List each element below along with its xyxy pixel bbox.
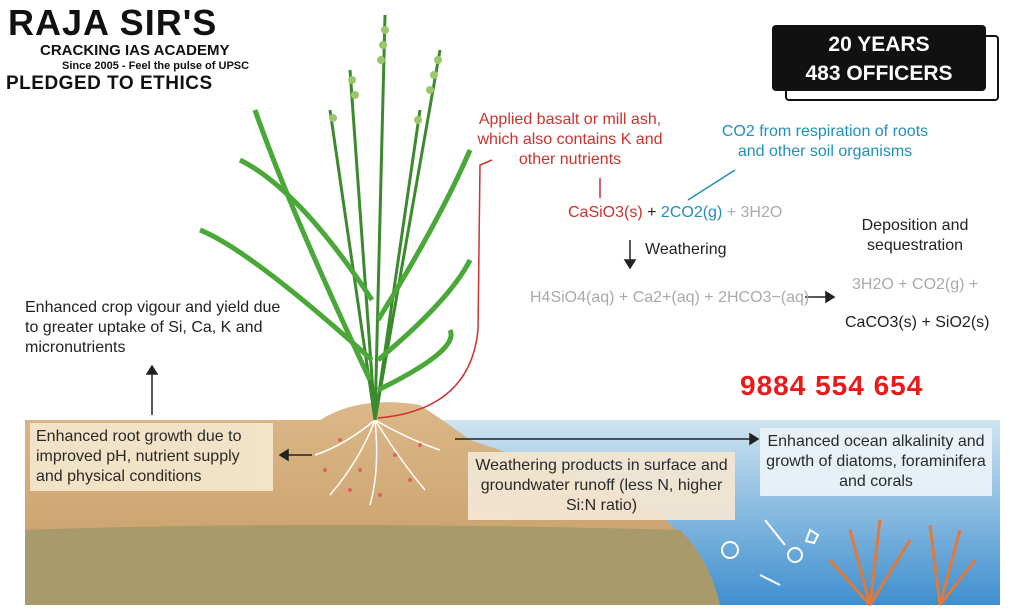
basalt-label: Applied basalt or mill ash, which also c…: [477, 111, 663, 168]
plankton: [721, 519, 820, 586]
seed-heads: [329, 26, 442, 124]
badge-years: 20 YEARS: [828, 33, 930, 56]
reactant-casio3: CaSiO3(s): [568, 204, 643, 221]
plant: [199, 14, 473, 421]
roots: [314, 419, 441, 506]
logo-subtitle: CRACKING IAS ACADEMY: [40, 42, 230, 59]
root-particles: [323, 438, 422, 497]
final-products-1: 3H2O + CO2(g) +: [852, 276, 979, 293]
subsoil: [25, 525, 720, 605]
logo-tagline: Since 2005 - Feel the pulse of UPSC: [62, 60, 250, 72]
reactant-water: 3H2O: [740, 204, 783, 221]
logo-title: RAJA SIR'S: [8, 2, 218, 43]
badge-officers: 483 OFFICERS: [805, 62, 953, 85]
arrows: [145, 240, 836, 462]
basalt-line: [377, 159, 493, 419]
ocean-alkalinity-box: Enhanced ocean alkalinity and growth of …: [760, 428, 992, 496]
reactants-equation: CaSiO3(s) + 2CO2(g) + 3H2O: [568, 204, 783, 221]
phone-number: 9884 554 654: [740, 370, 924, 401]
reactant-co2: 2CO2(g): [660, 204, 723, 221]
runoff-box: Weathering products in surface and groun…: [468, 452, 735, 520]
final-products-2: CaCO3(s) + SiO2(s): [845, 314, 990, 331]
root-growth-box: Enhanced root growth due to improved pH,…: [30, 423, 273, 491]
logo-motto: PLEDGED TO ETHICS: [6, 73, 213, 94]
weathering-label: Weathering: [645, 241, 727, 258]
corals: [828, 519, 977, 606]
deposition-label: Deposition and sequestration: [861, 217, 969, 254]
badge: 20 YEARS 483 OFFICERS: [772, 25, 986, 91]
co2-label: CO2 from respiration of roots and other …: [721, 123, 929, 160]
co2-leader: [687, 169, 736, 201]
products-equation: H4SiO4(aq) + Ca2+(aq) + 2HCO3−(aq): [530, 289, 810, 306]
crop-vigour-label: Enhanced crop vigour and yield due to gr…: [25, 299, 281, 356]
